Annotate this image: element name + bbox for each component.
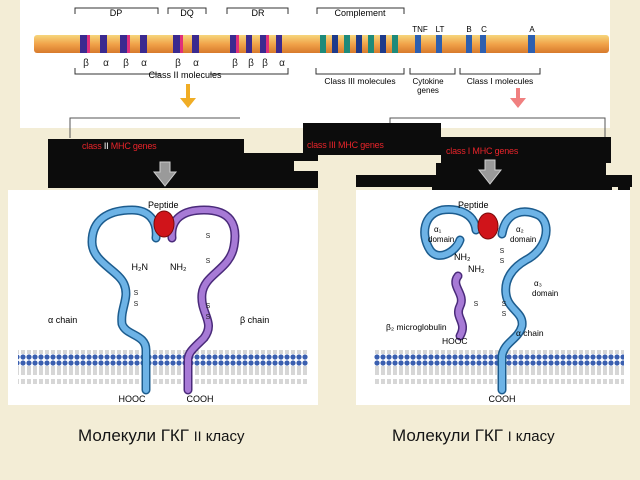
subunit-letters: β α β α β α β β β α bbox=[83, 58, 285, 69]
peptide-label: Peptide bbox=[458, 200, 489, 210]
alpha2-domain-label: α₂ bbox=[516, 225, 524, 234]
class2-gray-arrow bbox=[152, 161, 178, 187]
svg-text:S: S bbox=[134, 301, 139, 308]
class1-molecules-label: Class I molecules bbox=[467, 76, 534, 86]
class2-mask-2 bbox=[48, 161, 294, 171]
peptide bbox=[477, 212, 499, 240]
class2-label-box bbox=[48, 139, 244, 153]
svg-text:S: S bbox=[502, 301, 507, 308]
locus-tnf: TNF bbox=[412, 25, 428, 34]
class2-mask-3 bbox=[48, 171, 318, 188]
alpha-chain-label: α chain bbox=[516, 328, 544, 338]
locus-dr: DR bbox=[252, 8, 265, 18]
class2-arrow bbox=[180, 84, 196, 108]
cooh-label: COOH bbox=[187, 394, 214, 404]
class2-molecule-diagram: Peptide S S S S S S H₂N NH₂ α chain β ch… bbox=[18, 200, 308, 404]
disulfide-bonds: S S S S S S bbox=[134, 233, 211, 321]
svg-text:β: β bbox=[232, 58, 238, 69]
beta-chain-label: β chain bbox=[240, 315, 269, 325]
class-brackets bbox=[74, 68, 541, 75]
cooh-label: COOH bbox=[489, 394, 516, 404]
gene-map-diagram: DP DQ DR Complement TNF LT B C A bbox=[34, 7, 609, 108]
svg-text:S: S bbox=[206, 258, 211, 265]
gene-map-panel: DP DQ DR Complement TNF LT B C A bbox=[20, 0, 610, 128]
alpha-chain bbox=[421, 206, 550, 393]
class2-caption: Молекули ГКГ II класу bbox=[78, 426, 245, 445]
class2-mask-1 bbox=[48, 153, 318, 161]
alpha1-domain-label: α₁ bbox=[434, 225, 442, 234]
alpha-chain bbox=[88, 206, 160, 393]
svg-text:S: S bbox=[206, 314, 211, 321]
peptide-label: Peptide bbox=[148, 200, 179, 210]
svg-text:β: β bbox=[123, 58, 129, 69]
disulfide-bonds: S S S S S bbox=[474, 248, 507, 318]
svg-text:α: α bbox=[141, 58, 147, 69]
locus-brackets bbox=[74, 7, 405, 14]
alpha3-domain-word: domain bbox=[532, 289, 558, 298]
nh2-label: NH₂ bbox=[454, 252, 471, 262]
svg-text:S: S bbox=[474, 301, 479, 308]
class1-genes-label: class I MHC genes bbox=[446, 146, 519, 156]
beta-chain bbox=[168, 206, 238, 393]
class1-mask-2 bbox=[356, 175, 632, 187]
class1-label-box bbox=[441, 137, 611, 163]
svg-text:S: S bbox=[502, 311, 507, 318]
hooc-label: HOOC bbox=[119, 394, 147, 404]
class1-molecule-diagram: Peptide α₁ domain α₂ domain S S S S S NH… bbox=[374, 200, 624, 404]
alpha1-domain-word: domain bbox=[428, 235, 454, 244]
locus-dq: DQ bbox=[180, 8, 194, 18]
nh2-label: NH₂ bbox=[170, 262, 187, 272]
svg-text:β: β bbox=[175, 58, 181, 69]
svg-text:β: β bbox=[248, 58, 254, 69]
class1-arrow bbox=[510, 88, 526, 108]
locus-complement: Complement bbox=[334, 8, 386, 18]
hooc-label: HOOC bbox=[442, 336, 468, 346]
locus-b: B bbox=[466, 25, 471, 34]
gene-bands bbox=[80, 35, 535, 53]
svg-text:α: α bbox=[279, 58, 285, 69]
cell-membrane bbox=[18, 350, 308, 384]
nh2-label-b: NH₂ bbox=[468, 264, 485, 274]
class3-genes-label: class III MHC genes bbox=[307, 140, 384, 150]
svg-text:α: α bbox=[193, 58, 199, 69]
svg-text:α: α bbox=[103, 58, 109, 69]
svg-text:S: S bbox=[206, 303, 211, 310]
svg-text:S: S bbox=[206, 233, 211, 240]
svg-text:S: S bbox=[500, 248, 505, 255]
class1-gray-arrow bbox=[477, 159, 503, 185]
class1-caption: Молекули ГКГ I класу bbox=[392, 426, 555, 445]
svg-text:β: β bbox=[83, 58, 89, 69]
peptide bbox=[153, 210, 175, 238]
locus-a: A bbox=[529, 25, 535, 34]
alpha-chain-label: α chain bbox=[48, 315, 77, 325]
h2n-label: H₂N bbox=[132, 262, 149, 272]
b2m-label: β₂ microglobulin bbox=[386, 322, 447, 332]
class2-molecule-panel: Peptide S S S S S S H₂N NH₂ α chain β ch… bbox=[8, 190, 318, 405]
svg-text:S: S bbox=[134, 290, 139, 297]
alpha3-domain-label: α₃ bbox=[534, 279, 542, 288]
alpha2-domain-word: domain bbox=[510, 235, 536, 244]
class3-molecules-label: Class III molecules bbox=[324, 76, 395, 86]
class1-mask-1 bbox=[436, 163, 606, 175]
class3-label-box bbox=[303, 137, 441, 155]
class2-genes-label: class II MHC genes bbox=[82, 141, 157, 151]
svg-text:β: β bbox=[262, 58, 268, 69]
class1-molecule-panel: Peptide α₁ domain α₂ domain S S S S S NH… bbox=[356, 190, 630, 405]
svg-text:S: S bbox=[500, 258, 505, 265]
class2-molecules-label: Class II molecules bbox=[148, 70, 222, 80]
locus-dp: DP bbox=[110, 8, 123, 18]
locus-lt: LT bbox=[436, 25, 445, 34]
class3-bracket-box bbox=[303, 123, 441, 139]
b2m-chain bbox=[452, 273, 466, 339]
locus-c: C bbox=[481, 25, 487, 34]
